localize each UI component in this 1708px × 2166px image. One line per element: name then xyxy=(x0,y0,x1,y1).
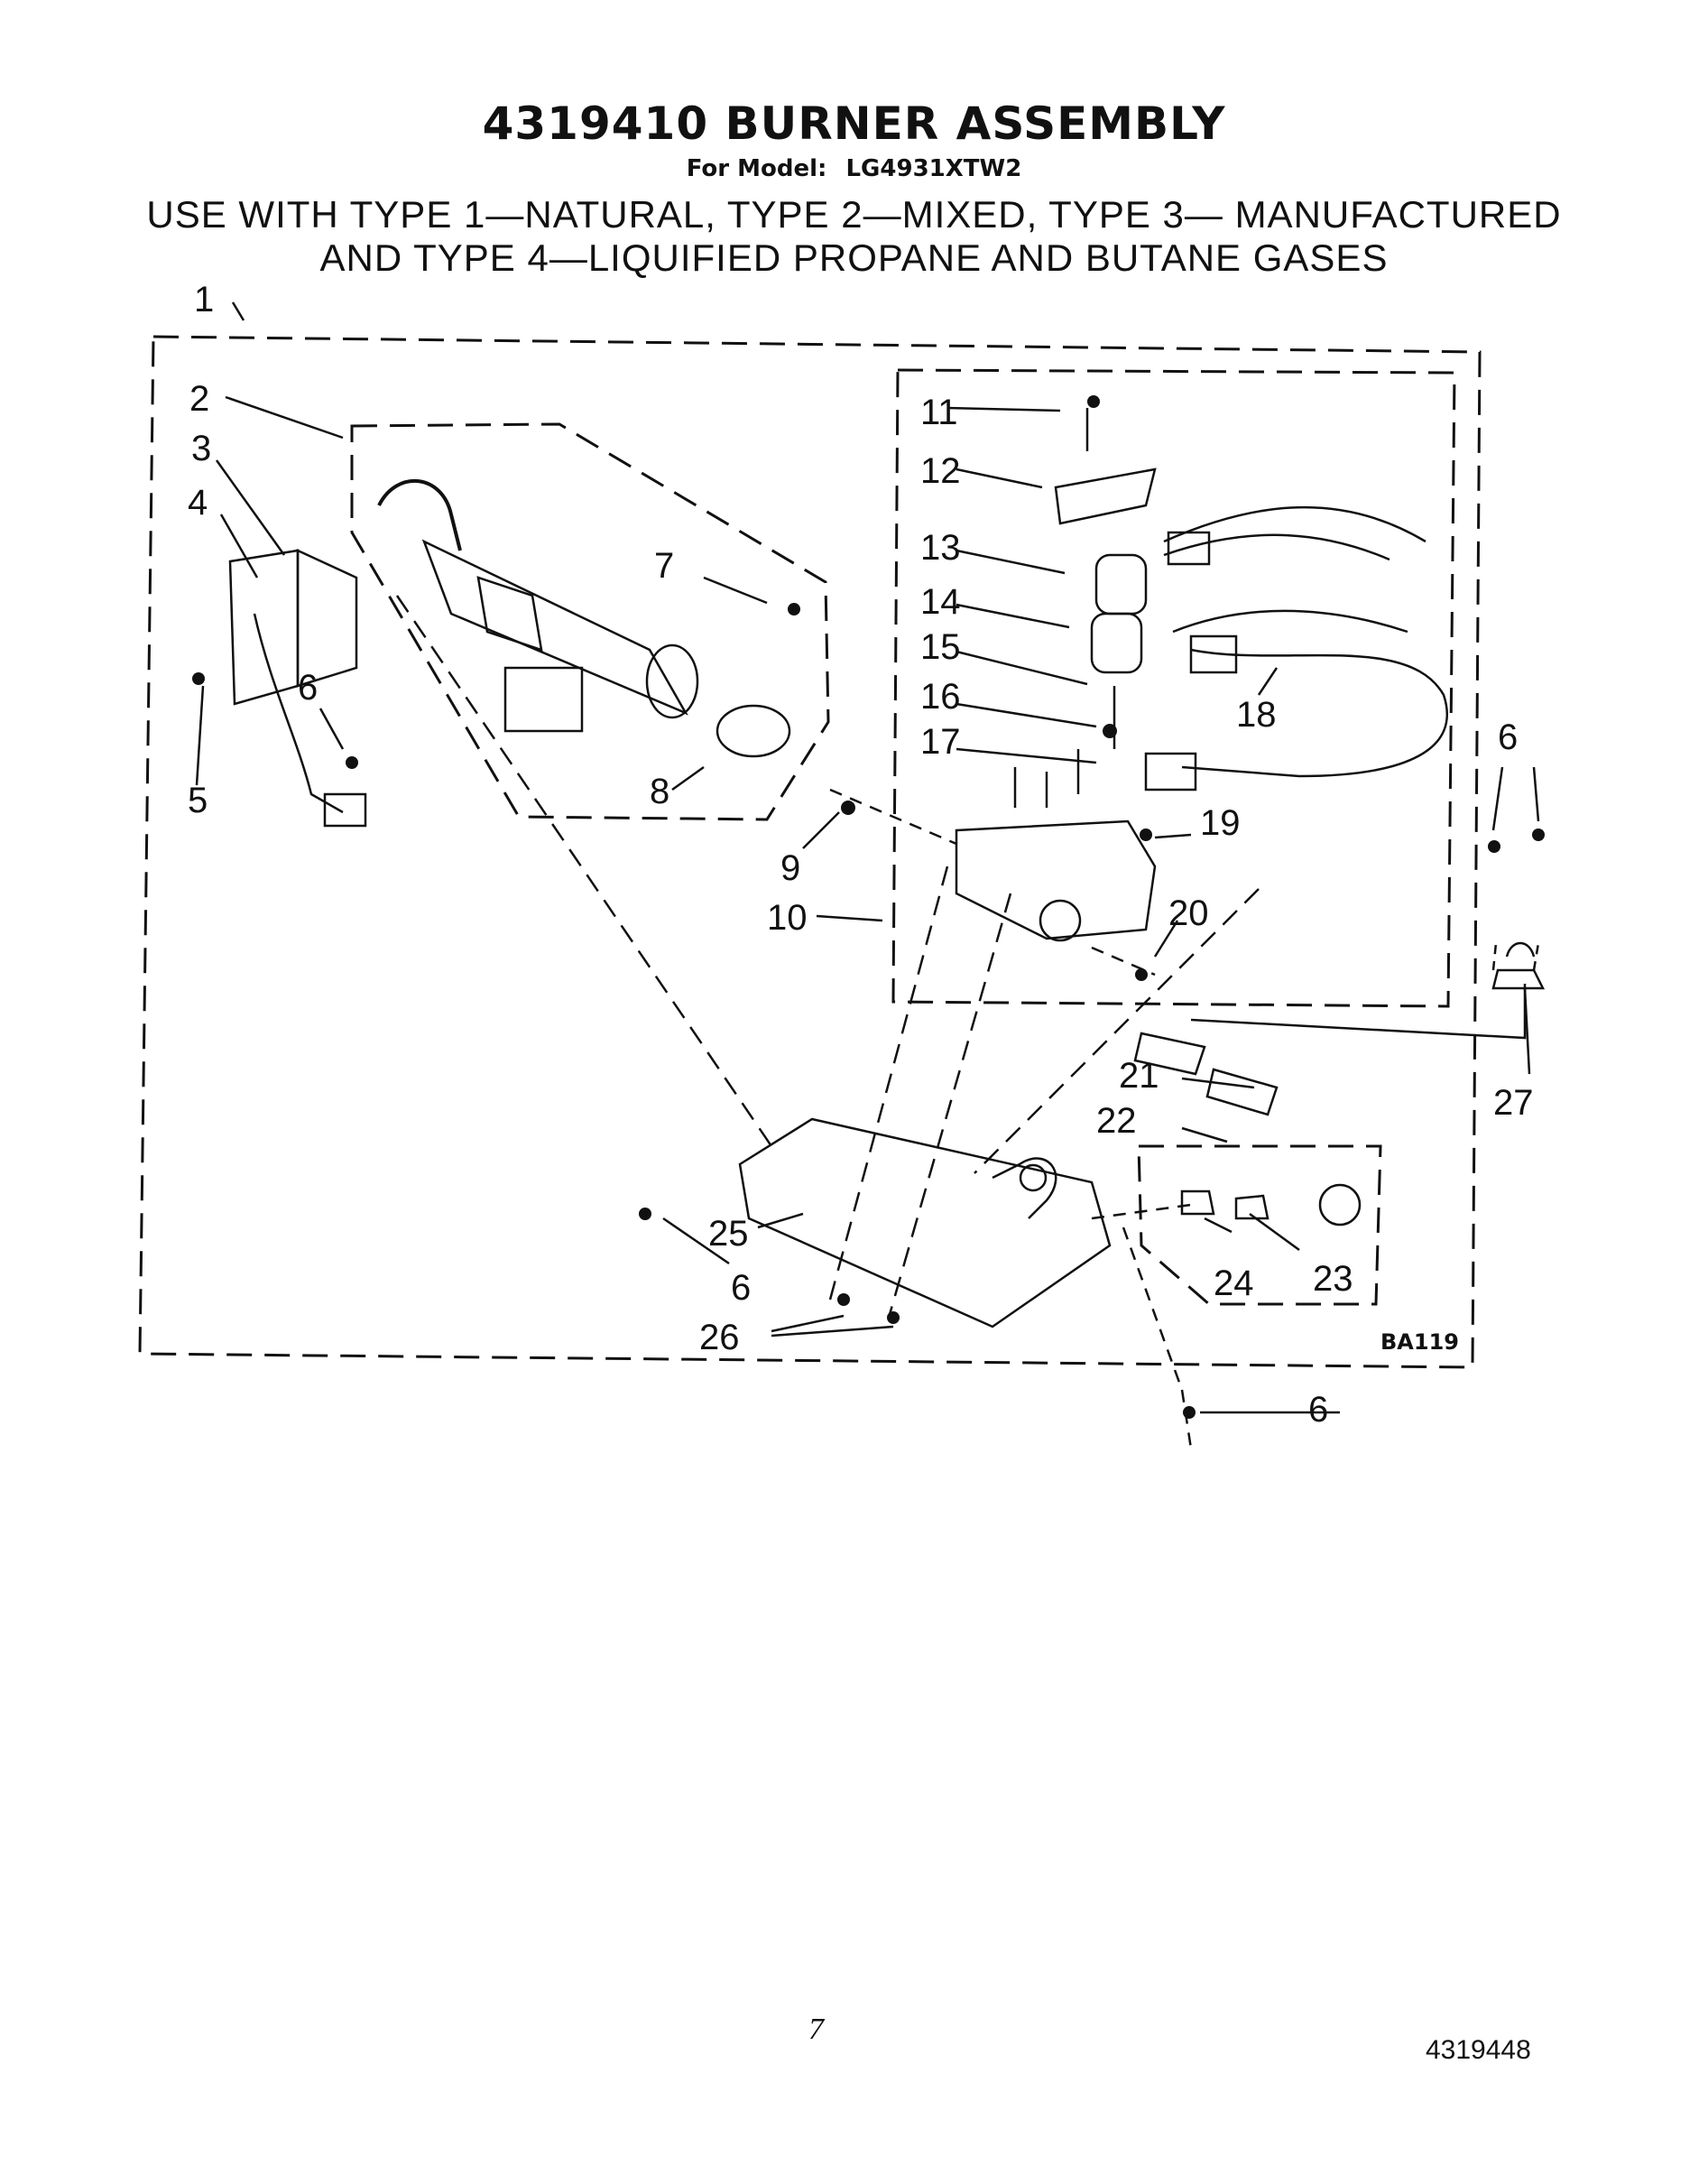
callout-12: 12 xyxy=(920,451,961,491)
callout-7: 7 xyxy=(654,546,674,586)
callout-13: 13 xyxy=(920,528,961,568)
page-title: 4319410 BURNER ASSEMBLY xyxy=(482,97,1226,150)
document-number: 4319448 xyxy=(1426,2035,1531,2065)
callout-25: 25 xyxy=(708,1214,749,1254)
callout-6c: 6 xyxy=(731,1268,751,1308)
callout-18: 18 xyxy=(1236,695,1277,735)
callout-2: 2 xyxy=(189,379,209,419)
burner-tube-group-outline xyxy=(350,422,830,821)
model-label: For Model: xyxy=(686,155,827,182)
callout-15: 15 xyxy=(920,627,961,667)
orifice-group-outline xyxy=(1137,1144,1382,1306)
callout-20: 20 xyxy=(1168,893,1209,933)
callout-26: 26 xyxy=(699,1318,740,1357)
callout-6b: 6 xyxy=(1498,717,1518,757)
callout-4: 4 xyxy=(188,483,208,523)
callout-23: 23 xyxy=(1313,1259,1353,1299)
valve-subassembly-boundary xyxy=(891,368,1456,1008)
model-value: LG4931XTW2 xyxy=(845,155,1022,182)
callout-24: 24 xyxy=(1214,1264,1254,1303)
model-line: For Model: LG4931XTW2 xyxy=(0,155,1708,182)
callout-10: 10 xyxy=(767,898,808,938)
callout-16: 16 xyxy=(920,677,961,717)
callout-22: 22 xyxy=(1096,1101,1137,1141)
assembly-boundary xyxy=(138,335,1482,1369)
gas-type-line-1: USE WITH TYPE 1—NATURAL, TYPE 2—MIXED, T… xyxy=(146,193,1562,236)
diagram-reference: BA119 xyxy=(1380,1329,1459,1355)
callout-3: 3 xyxy=(191,429,211,468)
page-number: 7 xyxy=(808,2013,824,2046)
callout-1: 1 xyxy=(194,280,214,319)
callout-6a: 6 xyxy=(298,668,318,708)
callout-14: 14 xyxy=(920,582,961,622)
callout-9: 9 xyxy=(780,848,800,888)
callout-17: 17 xyxy=(920,722,961,762)
gas-type-line-2: AND TYPE 4—LIQUIFIED PROPANE AND BUTANE … xyxy=(319,236,1389,279)
callout-11: 11 xyxy=(920,393,958,432)
callout-21: 21 xyxy=(1119,1056,1159,1096)
callout-5: 5 xyxy=(188,781,208,820)
callout-27: 27 xyxy=(1493,1083,1534,1123)
callout-8: 8 xyxy=(650,772,669,811)
callout-6d: 6 xyxy=(1308,1390,1328,1430)
callout-19: 19 xyxy=(1200,803,1241,843)
